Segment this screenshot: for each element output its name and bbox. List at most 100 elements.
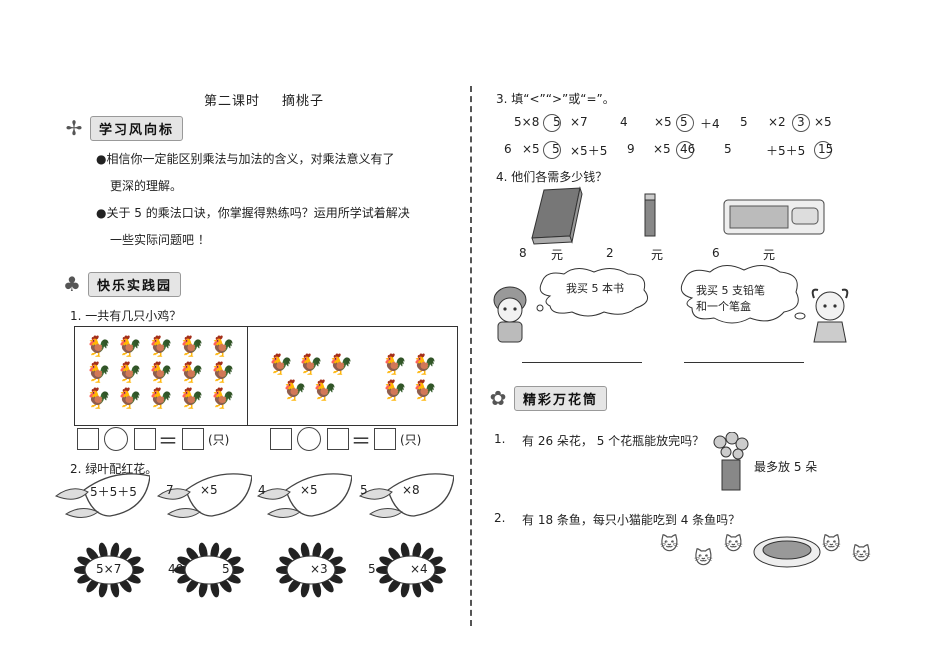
chicken-icon: 🐓 xyxy=(179,334,204,358)
answer-box[interactable] xyxy=(182,428,204,450)
chicken-icon: 🐓 xyxy=(382,352,407,376)
compare-term: ×5 xyxy=(522,142,540,156)
compare-term: ×2 xyxy=(768,115,786,129)
chicken-icon: 🐓 xyxy=(117,334,142,358)
goal-bullet-1-cont: 更深的理解。 xyxy=(110,179,183,193)
answer-box[interactable] xyxy=(270,428,292,450)
leaf-expression: ×5 xyxy=(200,483,218,497)
operator-circle[interactable] xyxy=(297,427,321,451)
equals-sign: ＝ xyxy=(351,429,371,453)
compare-circle[interactable] xyxy=(543,141,561,159)
banner-label: 学习风向标 xyxy=(90,115,184,141)
chicken-icon: 🐓 xyxy=(412,378,437,402)
pencil-box-image xyxy=(723,199,825,235)
chicken-icon: 🐓 xyxy=(210,386,235,410)
compare-term: 15 xyxy=(818,142,834,156)
boy-figure xyxy=(493,286,527,343)
flower-number: 5 xyxy=(368,562,376,576)
question-6: 有 18 条鱼，每只小猫能吃到 4 条鱼吗？ xyxy=(522,513,741,527)
flower-card: 40 5 xyxy=(166,540,252,600)
chicken-icon: 🐓 xyxy=(117,386,142,410)
compare-circle[interactable] xyxy=(676,114,694,132)
chicken-icon: 🐓 xyxy=(382,378,407,402)
chicken-icon: 🐓 xyxy=(179,386,204,410)
leaf-expression: 5＋5＋5 xyxy=(90,485,137,499)
cat-icon: 🐱 xyxy=(822,534,841,555)
compare-term: 4 xyxy=(620,115,628,129)
chicken-icon: 🐓 xyxy=(117,360,142,384)
chicken-icon: 🐓 xyxy=(210,334,235,358)
cat-icon: 🐱 xyxy=(724,534,743,555)
chicken-icon: 🐓 xyxy=(86,360,111,384)
girl-figure xyxy=(811,288,849,343)
compare-term: ×5 xyxy=(653,142,671,156)
operator-circle[interactable] xyxy=(104,427,128,451)
flower-card: ×3 xyxy=(268,540,354,600)
speech-bubble-boy xyxy=(536,268,649,317)
price-unit: 元 xyxy=(551,248,564,262)
price-unit: 元 xyxy=(651,248,664,262)
book-image xyxy=(531,186,583,245)
compare-term: 46 xyxy=(680,142,696,156)
vase-flowers-image xyxy=(713,432,749,491)
question-2: 2. 绿叶配红花。 xyxy=(70,462,158,476)
chicken-icon: 🐓 xyxy=(148,386,173,410)
answer-line-girl[interactable] xyxy=(684,362,804,363)
flower-expression: 5×7 xyxy=(96,562,122,576)
answer-box[interactable] xyxy=(77,428,99,450)
chicken-icon: 🐓 xyxy=(412,352,437,376)
compare-circle[interactable] xyxy=(543,114,561,132)
compare-term: 5×8 xyxy=(514,115,540,129)
compare-term: 5 xyxy=(553,115,561,129)
compare-term: ×7 xyxy=(570,115,588,129)
compare-circle[interactable] xyxy=(792,114,810,132)
compare-circle[interactable] xyxy=(676,141,694,159)
compare-term: ×5＋5 xyxy=(570,144,608,158)
unit-label: (只) xyxy=(208,433,230,447)
cat-icon: 🐱 xyxy=(852,544,871,565)
compare-term: 9 xyxy=(627,142,635,156)
compare-term: 3 xyxy=(797,115,805,129)
chicken-icon: 🐓 xyxy=(148,334,173,358)
compare-term: 5 xyxy=(724,142,732,156)
chicken-icon: 🐓 xyxy=(86,334,111,358)
compare-circle[interactable] xyxy=(814,141,832,159)
chicken-icon: 🐓 xyxy=(210,360,235,384)
goal-bullet-2: ●关于 5 的乘法口诀，你掌握得熟练吗？运用所学试着解决 xyxy=(96,206,410,220)
banner-kaleidoscope: ✿ 精彩万花筒 xyxy=(484,384,608,412)
goal-bullet-1: ●相信你一定能区别乘法与加法的含义，对乘法意义有了 xyxy=(96,152,395,166)
fish-plate-image xyxy=(753,536,821,568)
question-5-note: 最多放 5 朵 xyxy=(754,460,818,474)
price-pencil-box: 6 xyxy=(712,246,720,260)
question-4: 4. 他们各需多少钱？ xyxy=(496,170,608,184)
cat-icon: 🐱 xyxy=(660,534,679,555)
compare-term: ＋4 xyxy=(700,117,720,131)
answer-box[interactable] xyxy=(134,428,156,450)
question-6-number: 2. xyxy=(494,511,506,525)
flower-number: 40 xyxy=(168,562,184,576)
chicken-icon: 🐓 xyxy=(282,378,307,402)
flower-expression: ×3 xyxy=(310,562,328,576)
chicken-frame xyxy=(74,326,458,426)
leaf-number: 4 xyxy=(258,483,266,497)
compare-term: ×5 xyxy=(654,115,672,129)
leaf-number: 5 xyxy=(360,483,368,497)
question-5-number: 1. xyxy=(494,432,506,446)
answer-box[interactable] xyxy=(374,428,396,450)
leaf-card: 5＋5＋5 xyxy=(54,470,150,518)
tree-icon: ♣ xyxy=(63,272,81,296)
leaf-card: 4 ×5 xyxy=(256,470,352,518)
price-pencil: 2 xyxy=(606,246,614,260)
question-5: 有 26 朵花， 5 个花瓶能放完吗？ xyxy=(522,434,705,448)
pencil-image xyxy=(644,193,656,237)
answer-line-boy[interactable] xyxy=(522,362,642,363)
answer-box[interactable] xyxy=(327,428,349,450)
chicken-icon: 🐓 xyxy=(312,378,337,402)
flower-card: 5 ×4 xyxy=(368,540,454,600)
price-book: 8 xyxy=(519,246,527,260)
lesson-name: 摘桃子 xyxy=(282,94,325,109)
flower-card: 5×7 xyxy=(66,540,152,600)
goal-bullet-2-cont: 一些实际问题吧 ！ xyxy=(110,233,210,247)
banner-learning-goals: ✢ 学习风向标 xyxy=(60,114,184,142)
chicken-icon: 🐓 xyxy=(86,386,111,410)
